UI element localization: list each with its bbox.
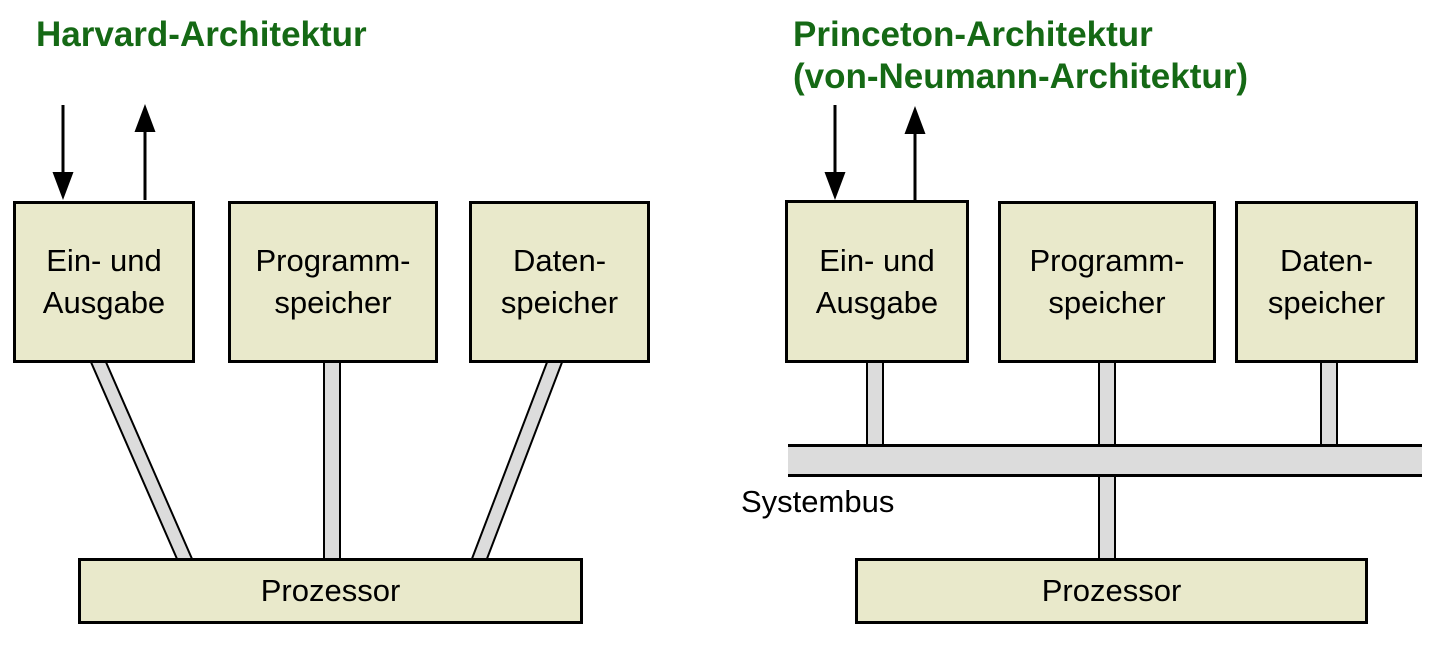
harvard-io-box: Ein- und Ausgabe [13, 201, 195, 363]
connector-program-processor [323, 360, 341, 561]
princeton-input-arrow-icon [824, 105, 846, 200]
connector-data-processor [470, 360, 564, 561]
harvard-program-memory-box: Programm- speicher [228, 201, 438, 363]
harvard-processor-box: Prozessor [78, 558, 583, 624]
system-bus-bar [788, 444, 1422, 477]
princeton-connectors [788, 360, 1422, 561]
connector-io-processor [88, 360, 195, 561]
princeton-io-box: Ein- und Ausgabe [785, 200, 969, 363]
princeton-processor-box: Prozessor [855, 558, 1368, 624]
princeton-data-memory-box: Daten- speicher [1235, 201, 1418, 363]
harvard-output-arrow-icon [134, 104, 156, 200]
princeton-input-arrow-head [824, 172, 846, 200]
harvard-connectors [88, 360, 564, 561]
princeton-program-memory-box: Programm- speicher [998, 201, 1216, 363]
system-bus-fill [788, 446, 1422, 474]
harvard-input-arrow-head [52, 172, 74, 200]
harvard-data-memory-box: Daten- speicher [469, 201, 650, 363]
princeton-title: Princeton-Architektur [793, 15, 1153, 54]
harvard-input-arrow-icon [52, 105, 74, 200]
system-bus-label: Systembus [741, 484, 895, 519]
princeton-output-arrow-head [904, 106, 926, 134]
harvard-output-arrow-head [134, 104, 156, 132]
princeton-subtitle: (von-Neumann-Architektur) [793, 57, 1249, 96]
princeton-output-arrow-icon [904, 106, 926, 200]
harvard-title: Harvard-Architektur [36, 15, 367, 54]
